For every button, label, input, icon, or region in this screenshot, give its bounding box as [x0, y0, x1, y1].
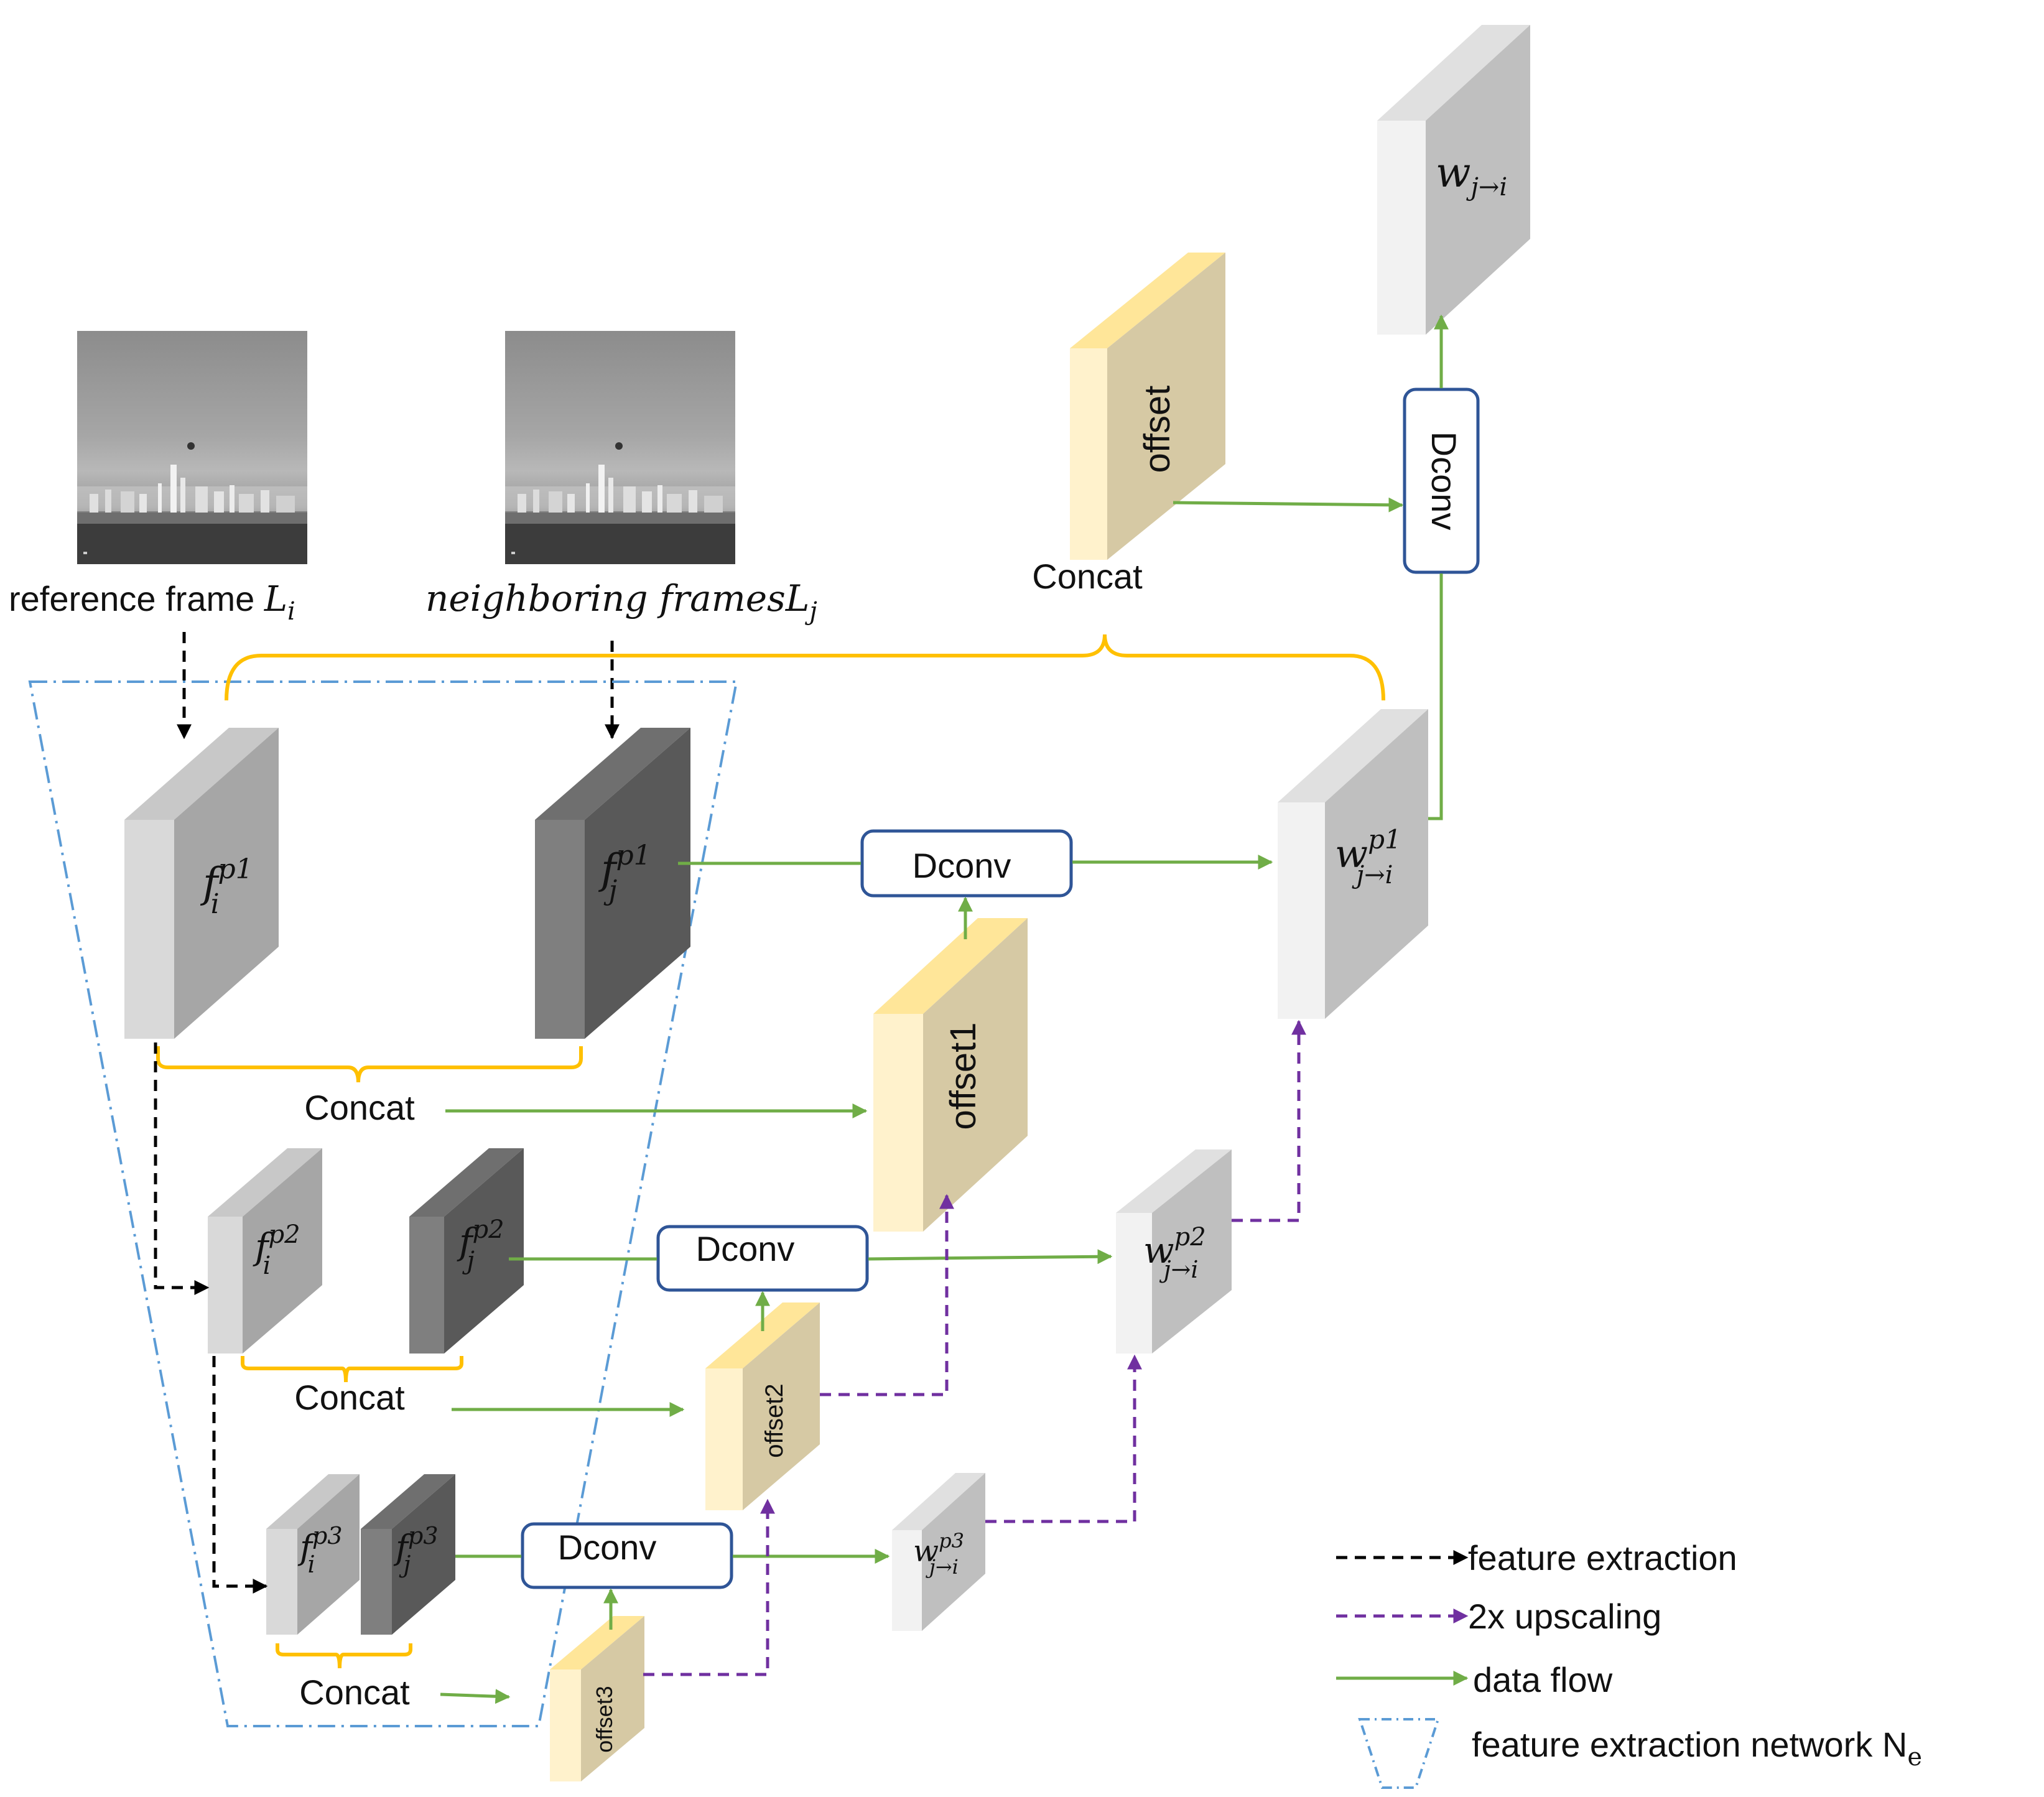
feature-extraction-arrow-p1-to-p2 [154, 1042, 210, 1295]
svg-text:Dconv: Dconv [1424, 432, 1464, 531]
feature-block-fi-p3 [266, 1474, 360, 1635]
offset3-label: offset3 [592, 1686, 617, 1752]
upscale-wp2-to-wp1 [1232, 1019, 1306, 1222]
flow-offset-to-dconv-top [1173, 497, 1404, 513]
feature-block-fj-p3 [361, 1474, 455, 1635]
svg-text:Dconv: Dconv [558, 1528, 657, 1567]
legend-data-flow-label: data flow [1473, 1660, 1613, 1699]
p2-concat-brace [241, 1356, 463, 1383]
concat-label-top: Concat [1032, 557, 1143, 596]
upscale-offset3-to-offset2 [643, 1498, 775, 1676]
legend: feature extraction 2x upscaling data flo… [1336, 1538, 1922, 1789]
offset2-label: offset2 [761, 1383, 788, 1457]
legend-network-shape [1358, 1718, 1440, 1789]
p1-concat-brace [156, 1046, 583, 1083]
offset1-block [873, 918, 1028, 1232]
offset3-block [550, 1616, 644, 1781]
svg-text:Dconv: Dconv [696, 1229, 795, 1268]
svg-text:Dconv: Dconv [913, 846, 1011, 885]
flow-concat-p3-to-offset3 [440, 1689, 511, 1704]
flow-dconv-p2-to-wp2 [868, 1249, 1113, 1265]
warped-block-p3 [892, 1473, 985, 1631]
offset1-label: offset1 [943, 1022, 983, 1130]
upscale-wp3-to-wp2 [985, 1354, 1142, 1523]
upscale-offset2-to-offset1 [820, 1194, 954, 1396]
offset2-block [705, 1302, 820, 1510]
neighboring-frame-image [505, 331, 735, 564]
feature-extraction-network-outline [28, 680, 738, 1727]
feature-block-fj-p1 [535, 728, 690, 1039]
warped-block-p1 [1278, 709, 1428, 1019]
feature-block-fi-p2 [208, 1148, 322, 1354]
warped-block-p2 [1116, 1149, 1232, 1354]
feature-block-fi-p1 [124, 728, 279, 1039]
concat-label-p3: Concat [299, 1673, 410, 1712]
concat-label-p1: Concat [304, 1088, 415, 1127]
legend-upscaling-label: 2x upscaling [1468, 1597, 1661, 1636]
neighboring-frames-label: neighboring framesLj [425, 577, 817, 626]
dconv-box-top: Dconv [1403, 388, 1480, 574]
legend-network-label: feature extraction network Ne [1472, 1725, 1922, 1771]
dconv-box-p2: Dconv [656, 1225, 869, 1292]
reference-frame-image [77, 331, 307, 564]
top-concat-brace [225, 634, 1385, 701]
reference-frame-label: reference frame Li [9, 579, 295, 626]
warped-block-final [1377, 25, 1530, 335]
feature-extraction-arrow-p2-to-p3 [212, 1356, 268, 1594]
dconv-box-p3: Dconv [521, 1522, 733, 1589]
p3-concat-brace [276, 1643, 412, 1669]
offset-block-top [1070, 253, 1225, 560]
concat-label-p2: Concat [294, 1378, 405, 1417]
legend-feature-extraction-label: feature extraction [1468, 1538, 1737, 1577]
dconv-box-p1: Dconv [860, 829, 1073, 898]
warped-label-final: wj→i [1436, 149, 1507, 202]
feature-block-fj-p2 [409, 1148, 524, 1354]
offset-label-top: offset [1137, 386, 1178, 473]
flow-wp1-to-dconv-top [1428, 573, 1443, 820]
